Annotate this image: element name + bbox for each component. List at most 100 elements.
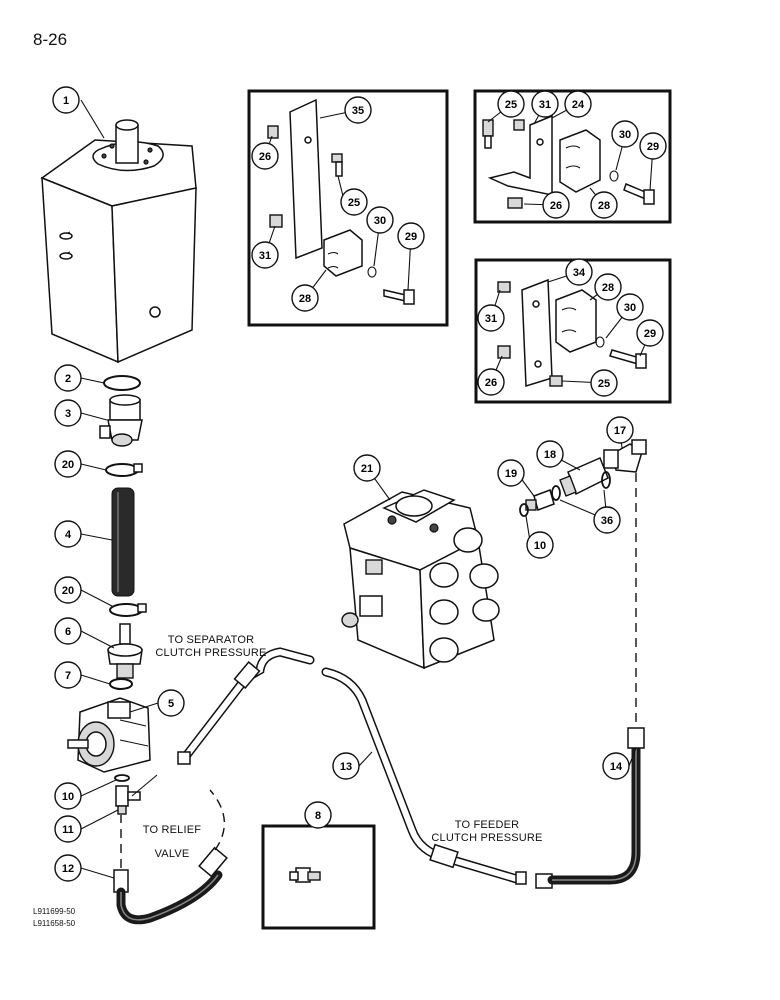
- svg-text:11: 11: [62, 824, 74, 836]
- hose-12: [113, 846, 228, 925]
- svg-text:30: 30: [619, 129, 631, 141]
- hardware-box-upper-left: [247, 89, 449, 327]
- callout-5: 5: [157, 689, 185, 717]
- callout-box3-26: 26: [477, 368, 505, 396]
- callout-18: 18: [536, 440, 564, 468]
- page-number: 8-26: [33, 30, 68, 49]
- hose-clamp-20-lower: [109, 603, 147, 617]
- callout-box3-25: 25: [590, 369, 618, 397]
- callout-17: 17: [606, 416, 634, 444]
- svg-text:26: 26: [550, 200, 562, 212]
- svg-text:24: 24: [572, 99, 585, 111]
- callout-box1-35: 35: [344, 96, 372, 124]
- tee-fitting-11: [115, 785, 141, 815]
- svg-text:31: 31: [259, 250, 271, 262]
- callout-box3-31: 31: [477, 304, 505, 332]
- callout-box2-28: 28: [590, 191, 618, 219]
- note-separator-clutch: TO SEPARATOR CLUTCH PRESSURE: [150, 634, 272, 660]
- svg-text:25: 25: [598, 378, 610, 390]
- svg-text:14: 14: [610, 761, 623, 773]
- o-ring-10-right: [519, 503, 529, 517]
- callout-12: 12: [54, 854, 82, 882]
- svg-text:12: 12: [62, 863, 74, 875]
- svg-text:10: 10: [62, 791, 74, 803]
- callout-21: 21: [353, 454, 381, 482]
- svg-text:8: 8: [315, 810, 321, 822]
- fitting-18: [559, 457, 609, 497]
- note-relief-valve: TO RELIEF VALVE: [140, 818, 204, 866]
- elbow-fitting-3: [99, 394, 143, 447]
- svg-text:29: 29: [644, 328, 656, 340]
- svg-text:3: 3: [65, 408, 71, 420]
- svg-text:30: 30: [374, 215, 386, 227]
- svg-text:35: 35: [352, 105, 364, 117]
- fitting-19: [525, 489, 555, 511]
- svg-text:29: 29: [405, 231, 417, 243]
- callout-box1-31: 31: [251, 241, 279, 269]
- svg-text:26: 26: [259, 151, 271, 163]
- note-separator-line2: CLUTCH PRESSURE: [155, 647, 267, 659]
- svg-text:26: 26: [485, 377, 497, 389]
- svg-text:6: 6: [65, 626, 71, 638]
- callout-box2-24: 24: [564, 90, 592, 118]
- svg-text:4: 4: [65, 529, 72, 541]
- svg-text:28: 28: [602, 282, 614, 294]
- callout-11: 11: [54, 815, 82, 843]
- callout-4: 4: [54, 520, 82, 548]
- callout-box3-34: 34: [565, 258, 593, 286]
- svg-text:25: 25: [348, 197, 360, 209]
- callout-box2-30: 30: [611, 120, 639, 148]
- note-relief-line1: TO RELIEF: [142, 824, 202, 836]
- callout-36: 36: [593, 506, 621, 534]
- svg-text:13: 13: [340, 761, 352, 773]
- callout-box2-25: 25: [497, 90, 525, 118]
- hose-4: [111, 487, 135, 597]
- svg-text:5: 5: [168, 698, 174, 710]
- svg-text:21: 21: [361, 463, 373, 475]
- callout-box1-30: 30: [366, 206, 394, 234]
- callout-2: 2: [54, 364, 82, 392]
- fitting-6: [107, 623, 143, 679]
- svg-text:29: 29: [647, 141, 659, 153]
- callout-20-upper: 20: [54, 450, 82, 478]
- callout-14: 14: [602, 752, 630, 780]
- svg-text:7: 7: [65, 670, 71, 682]
- callout-3: 3: [54, 399, 82, 427]
- svg-text:31: 31: [485, 313, 497, 325]
- callout-box3-29: 29: [636, 319, 664, 347]
- svg-text:17: 17: [614, 425, 626, 437]
- tube-separator: [177, 647, 315, 765]
- o-ring-2: [103, 375, 141, 391]
- svg-text:36: 36: [601, 515, 613, 527]
- callout-7: 7: [54, 661, 82, 689]
- callout-box2-26: 26: [542, 191, 570, 219]
- hardware-box-upper-right: [473, 89, 672, 224]
- note-feeder-line1: TO FEEDER: [454, 819, 520, 831]
- callout-box1-25: 25: [340, 188, 368, 216]
- callout-box3-28: 28: [594, 273, 622, 301]
- o-ring-36-a: [601, 471, 611, 489]
- relief-line-dashed: [209, 789, 226, 851]
- callout-box1-28: 28: [291, 284, 319, 312]
- svg-text:34: 34: [573, 267, 586, 279]
- callout-box2-29: 29: [639, 132, 667, 160]
- note-feeder-clutch: TO FEEDER CLUTCH PRESSURE: [426, 819, 548, 845]
- box3-parts: [497, 278, 647, 388]
- svg-text:20: 20: [62, 459, 74, 471]
- callout-10-left: 10: [54, 782, 82, 810]
- callout-8: 8: [304, 801, 332, 829]
- reservoir-tank: [40, 119, 197, 364]
- svg-text:2: 2: [65, 373, 71, 385]
- callout-box1-26: 26: [251, 142, 279, 170]
- svg-text:30: 30: [624, 302, 636, 314]
- note-separator-line1: TO SEPARATOR: [167, 634, 255, 646]
- callout-19: 19: [497, 459, 525, 487]
- callout-box3-30: 30: [616, 293, 644, 321]
- callout-1: 1: [52, 86, 80, 114]
- callout-10-right: 10: [526, 531, 554, 559]
- svg-text:28: 28: [299, 293, 311, 305]
- o-ring-36-b: [551, 485, 561, 501]
- svg-text:31: 31: [539, 99, 551, 111]
- svg-text:19: 19: [505, 468, 517, 480]
